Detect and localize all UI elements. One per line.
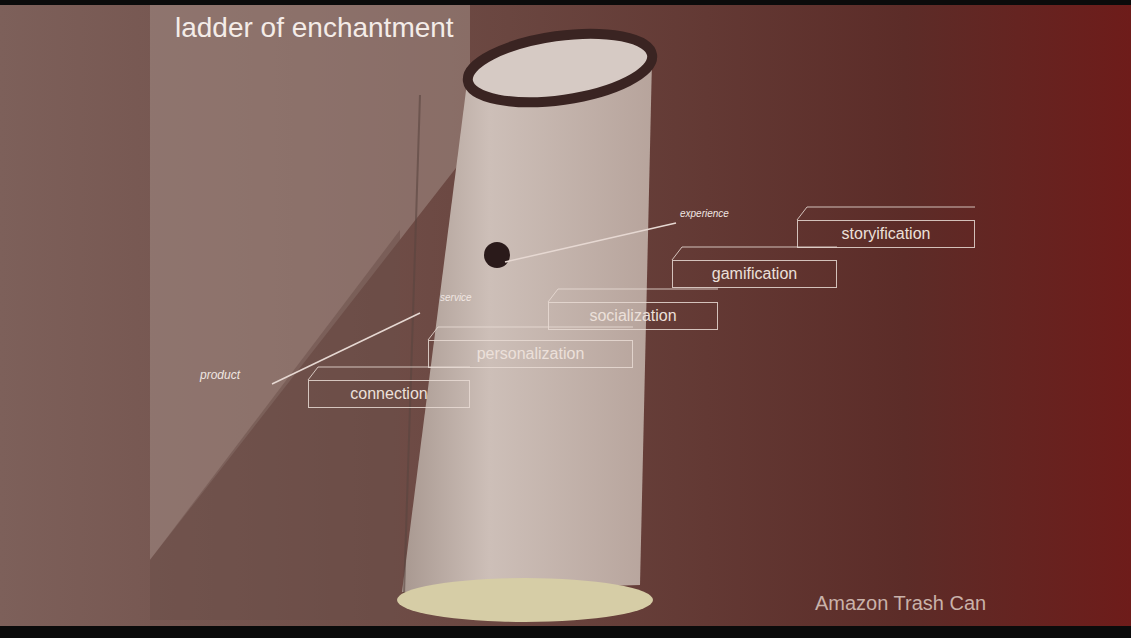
step-top-outline [672, 247, 837, 260]
step-label: personalization [439, 345, 622, 363]
step-label: storyification [808, 225, 964, 243]
ladder-step-box: gamification [672, 260, 837, 288]
step-top-outline [428, 327, 633, 340]
level-label: product [200, 368, 240, 382]
ladder-step-box: socialization [548, 302, 718, 330]
ladder-step-box: storyification [797, 220, 975, 248]
step-top-outline [797, 207, 975, 220]
slide-caption: Amazon Trash Can [815, 592, 986, 615]
step-label: gamification [683, 265, 826, 283]
ladder-step-box: personalization [428, 340, 633, 368]
step-top-outline [308, 367, 470, 380]
step-top-outline [548, 289, 718, 302]
slide-title: ladder of enchantment [175, 12, 454, 44]
ladder-step-box: connection [308, 380, 470, 408]
level-label: experience [680, 208, 729, 219]
level-label: service [440, 292, 472, 303]
step-label: connection [319, 385, 459, 403]
step-label: socialization [559, 307, 707, 325]
